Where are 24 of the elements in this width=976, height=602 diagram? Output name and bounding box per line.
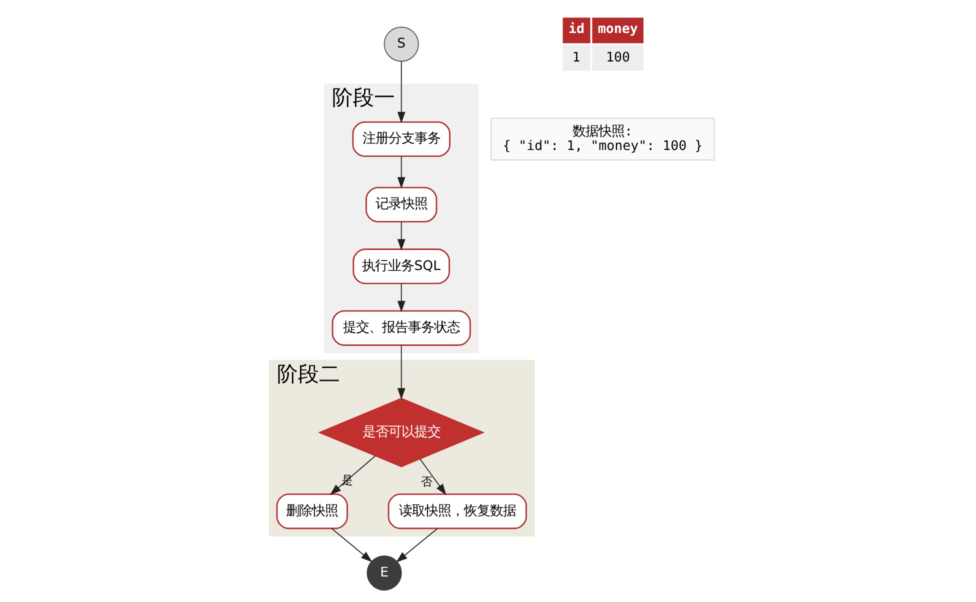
arrow: [330, 455, 376, 496]
node-box: 记录快照: [366, 186, 438, 222]
arrow: [420, 458, 446, 496]
node-box: 执行业务SQL: [352, 248, 450, 284]
edge-label: 否: [421, 474, 432, 489]
node-box: 注册分支事务: [352, 121, 450, 157]
node-box: 删除快照: [276, 494, 348, 530]
node-diamond: 是否可以提交: [318, 398, 485, 468]
label: id: [568, 22, 584, 37]
node-circle: S: [384, 26, 419, 62]
node-box: 读取快照，恢复数据: [388, 494, 527, 530]
arrow: [397, 156, 406, 189]
arrow: [397, 345, 406, 400]
arrow: [397, 221, 406, 251]
arrow: [397, 60, 406, 124]
label: money: [598, 22, 638, 37]
node-circle: E: [366, 555, 402, 591]
node-box: 数据快照: { "id": 1, "money": 100 }: [490, 118, 715, 160]
node-box: 提交、报告事务状态: [332, 310, 471, 346]
label: 1: [572, 50, 580, 66]
arrow: [396, 528, 438, 562]
arrow: [397, 283, 406, 312]
label: 100: [606, 50, 630, 66]
arrow: [331, 528, 372, 562]
